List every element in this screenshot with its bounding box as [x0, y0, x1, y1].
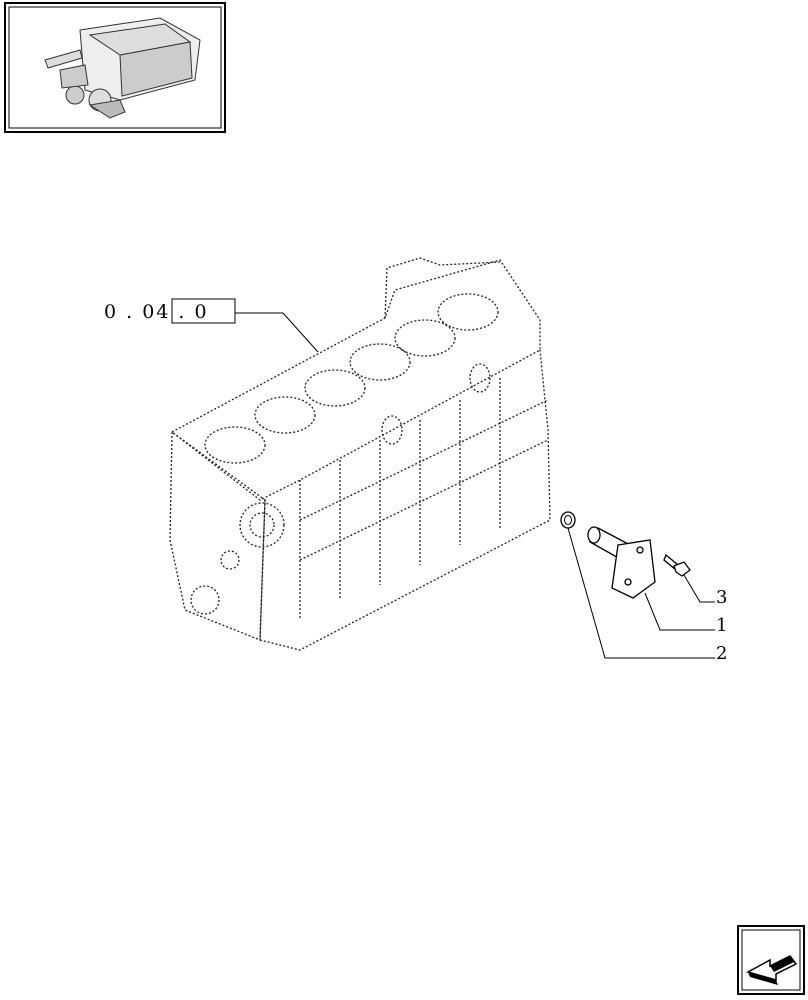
reference-code: 0 . 04 . 0	[104, 301, 209, 323]
leader-2	[567, 527, 715, 659]
callout-1[interactable]: 1	[716, 615, 727, 636]
callout-3[interactable]: 3	[716, 587, 727, 608]
o-ring-part[interactable]	[560, 511, 576, 529]
callout-2[interactable]: 2	[716, 643, 727, 664]
bolt-part[interactable]	[663, 553, 691, 577]
engine-thumbnail[interactable]	[4, 2, 226, 133]
pipe-flange-part[interactable]	[587, 526, 656, 599]
back-button[interactable]	[737, 925, 805, 995]
arrow-back-icon	[746, 955, 798, 985]
leader-3	[683, 574, 715, 603]
engine-block	[169, 257, 551, 651]
reference-callout[interactable]: 0 . 04 . 0	[104, 298, 319, 353]
leader-1	[644, 592, 715, 631]
